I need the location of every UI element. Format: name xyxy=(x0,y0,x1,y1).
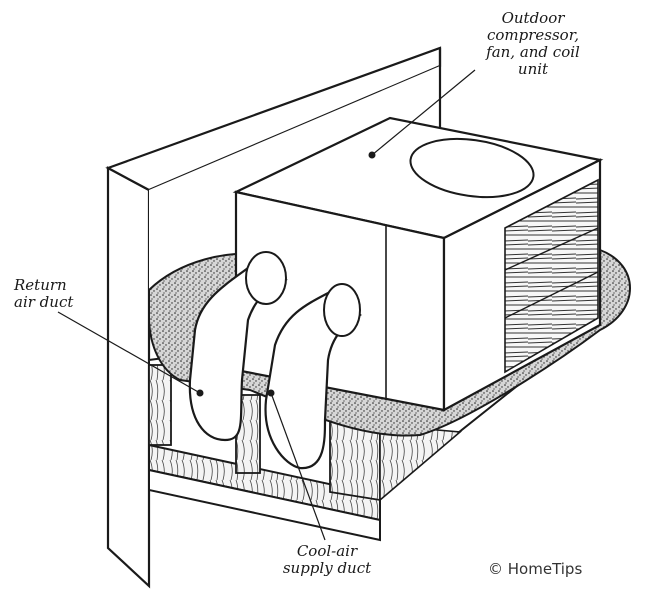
coil-grille xyxy=(504,178,599,374)
label-return-line-2: air duct xyxy=(14,293,74,311)
label-outdoor-line-4: unit xyxy=(517,60,549,78)
subfloor-panel xyxy=(379,424,462,502)
return-duct xyxy=(188,266,288,442)
copyright-credit: © HomeTips xyxy=(488,560,583,578)
wall-face xyxy=(106,166,151,589)
label-supply-line-2: supply duct xyxy=(282,559,372,577)
label-return-duct: Return air duct xyxy=(14,277,73,311)
blocking-1 xyxy=(148,364,172,446)
fan-grille xyxy=(409,137,535,199)
leader-outdoor xyxy=(371,69,476,156)
joist-front xyxy=(148,468,381,542)
label-outdoor-line-3: fan, and coil xyxy=(486,43,580,61)
supply-duct xyxy=(264,290,362,470)
label-supply-line-1: Cool-air xyxy=(296,542,358,560)
label-outdoor-line-1: Outdoor xyxy=(501,9,565,27)
label-outdoor-unit: Outdoor compressor, fan, and coil unit xyxy=(478,10,588,78)
label-outdoor-line-2: compressor, xyxy=(486,26,580,44)
leader-return xyxy=(57,311,201,394)
label-supply-duct: Cool-air supply duct xyxy=(262,543,392,577)
leader-supply xyxy=(270,392,326,541)
label-return-line-1: Return xyxy=(14,276,67,294)
